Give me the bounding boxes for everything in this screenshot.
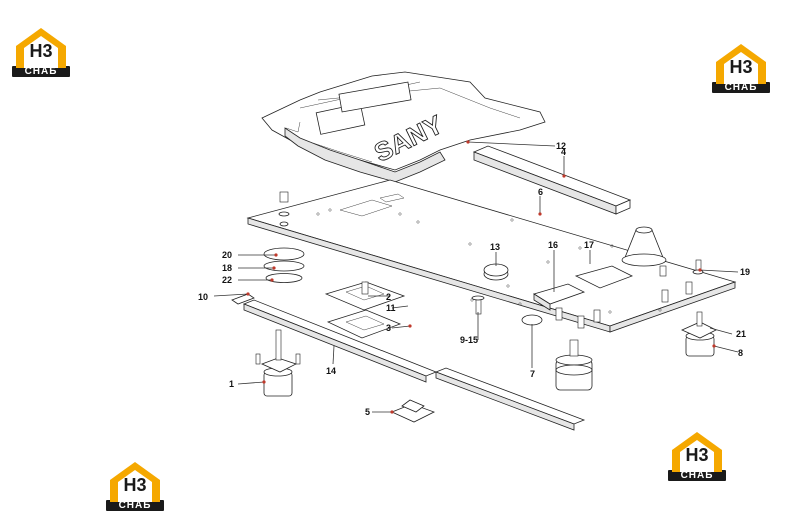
bracket-plate-upper (324, 281, 406, 311)
long-bar-upper (472, 145, 632, 215)
label-19: 19 (740, 267, 750, 277)
label-12: 12 (556, 141, 566, 151)
top-cover-plate: SANY (261, 71, 546, 183)
label-3: 3 (386, 323, 391, 333)
label-20: 20 (222, 250, 232, 260)
logo-monogram: H3 (123, 475, 147, 495)
house-logo-icon (672, 432, 722, 472)
label-17: 17 (584, 240, 594, 250)
logo-caption: СНАБ (12, 66, 70, 77)
logo-caption: СНАБ (668, 470, 726, 481)
long-bar-right (434, 367, 586, 431)
disc-lower (521, 314, 543, 326)
logo-caption: СНАБ (712, 82, 770, 93)
motor-center (555, 339, 593, 391)
label-5: 5 (365, 407, 370, 417)
house-logo-icon (16, 28, 66, 68)
label-6: 6 (538, 187, 543, 197)
logo-monogram: H3 (729, 57, 753, 77)
disc-upper (483, 263, 509, 281)
small-hardware (471, 259, 704, 315)
small-bracket (390, 399, 436, 423)
bracket-plate-lower (326, 309, 402, 339)
label-14: 14 (326, 366, 336, 376)
brand-logo-bottom-right: H3 СНАБ (668, 430, 726, 481)
label-16: 16 (548, 240, 558, 250)
label-2: 2 (386, 292, 391, 302)
house-logo-icon (110, 462, 160, 502)
label-8: 8 (738, 348, 743, 358)
label-18: 18 (222, 263, 232, 273)
label-21: 21 (736, 329, 746, 339)
callout-labels: 1 2 3 4 5 6 7 8 9-15 10 11 12 13 14 16 1… (198, 141, 750, 417)
washer-stack (263, 191, 305, 283)
motor-right (681, 311, 717, 357)
label-9-15: 9-15 (460, 335, 478, 345)
logo-caption: СНАБ (106, 500, 164, 511)
main-base-plate (246, 179, 737, 333)
house-logo-icon (716, 44, 766, 84)
label-13: 13 (490, 242, 500, 252)
label-7: 7 (530, 369, 535, 379)
label-22: 22 (222, 275, 232, 285)
motor-left (255, 329, 301, 397)
logo-monogram: H3 (29, 41, 53, 61)
brand-logo-top-right: H3 СНАБ (712, 42, 770, 93)
brand-logo-bottom-left: H3 СНАБ (106, 460, 164, 511)
brand-logo-top-left: H3 СНАБ (12, 26, 70, 77)
label-10: 10 (198, 292, 208, 302)
callouts (213, 140, 739, 414)
label-4: 4 (561, 147, 566, 157)
logo-monogram: H3 (685, 445, 709, 465)
label-11: 11 (386, 303, 396, 313)
label-1: 1 (229, 379, 234, 389)
